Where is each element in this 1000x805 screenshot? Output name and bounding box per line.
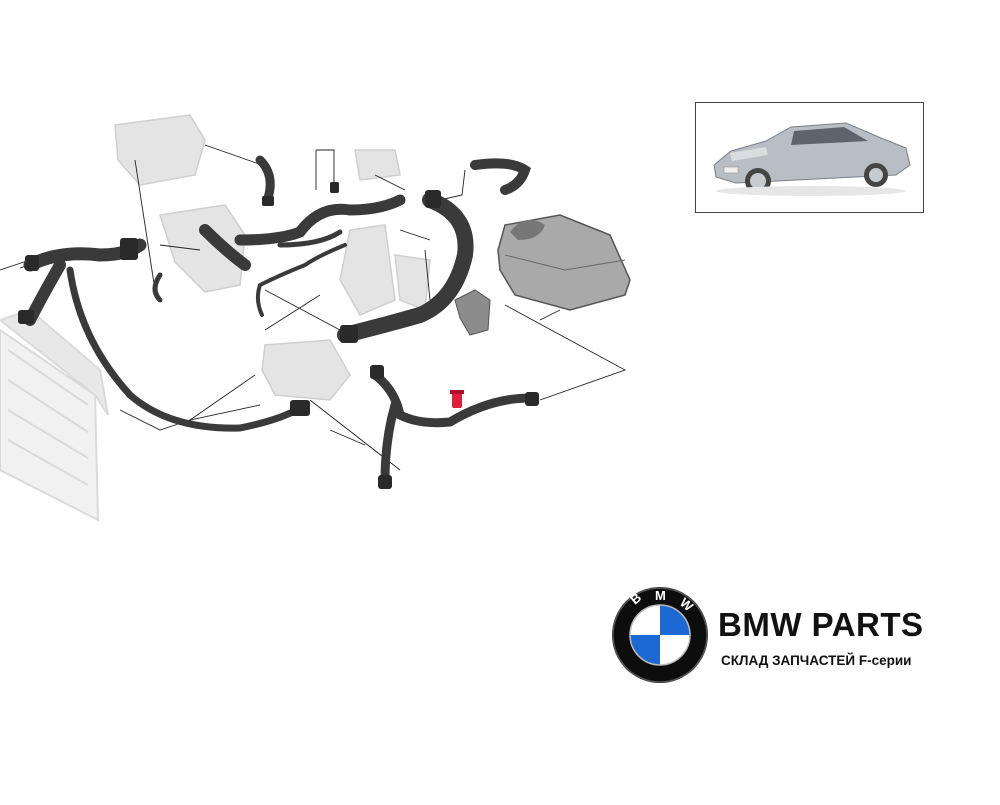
radiator-ghost <box>0 308 109 522</box>
sedan-car-icon <box>713 122 911 196</box>
brand-subtitle: СКЛАД ЗАПЧАСТЕЙ F-серии <box>721 653 912 668</box>
highlighted-part <box>450 390 464 408</box>
leader-lines <box>0 144 627 471</box>
coolant-hoses <box>23 155 535 485</box>
expansion-tank <box>454 214 631 336</box>
hose-clamps <box>18 182 539 489</box>
bmw-roundel-icon: B M W <box>612 587 708 683</box>
car-inset <box>695 102 924 213</box>
emblem-letter-m: M <box>655 588 666 603</box>
engine-parts-ghost <box>114 114 431 401</box>
brand-title: BMW PARTS <box>718 606 924 643</box>
